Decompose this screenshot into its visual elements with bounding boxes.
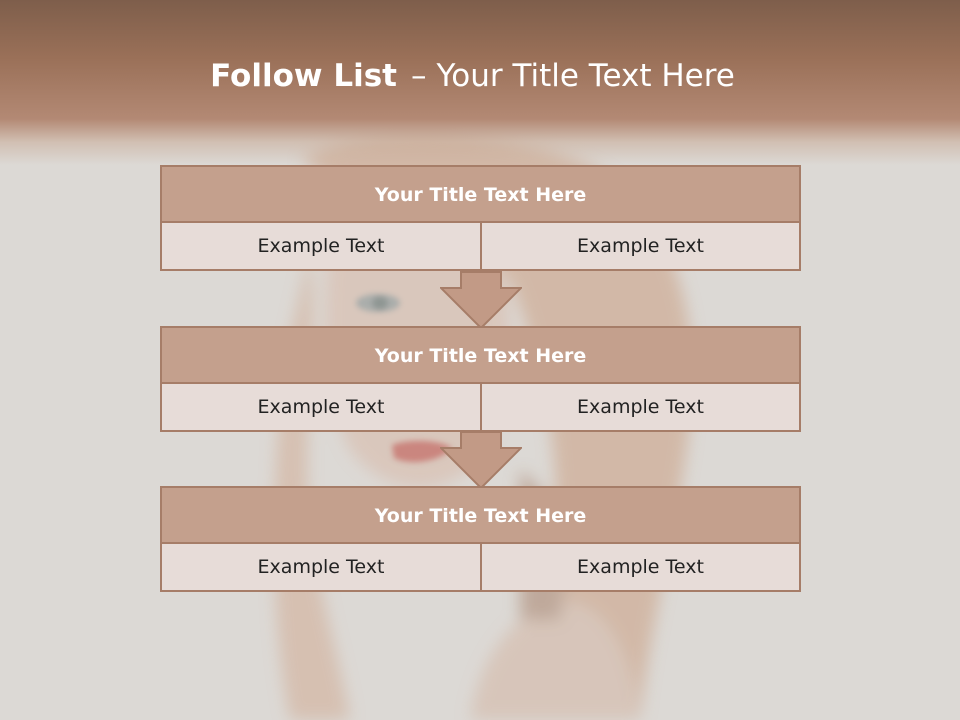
list-block-3: Your Title Text Here Example Text Exampl… [160,486,801,592]
slide-title-rest: Your Title Text Here [436,58,735,94]
slide-title-bold: Follow List [210,58,397,94]
block-cell-right: Example Text [482,223,799,269]
block-title: Your Title Text Here [162,488,799,544]
block-cell-left: Example Text [162,544,482,590]
down-arrow-icon [440,431,522,489]
block-cell-left: Example Text [162,223,482,269]
block-title: Your Title Text Here [162,167,799,223]
block-cell-left: Example Text [162,384,482,430]
list-block-1: Your Title Text Here Example Text Exampl… [160,165,801,271]
list-block-2: Your Title Text Here Example Text Exampl… [160,326,801,432]
slide-title: Follow List–Your Title Text Here [0,52,945,100]
block-cell-right: Example Text [482,384,799,430]
header-band [0,0,960,165]
slide-title-separator: – [410,58,427,94]
down-arrow-icon [440,271,522,329]
block-title: Your Title Text Here [162,328,799,384]
block-cell-right: Example Text [482,544,799,590]
